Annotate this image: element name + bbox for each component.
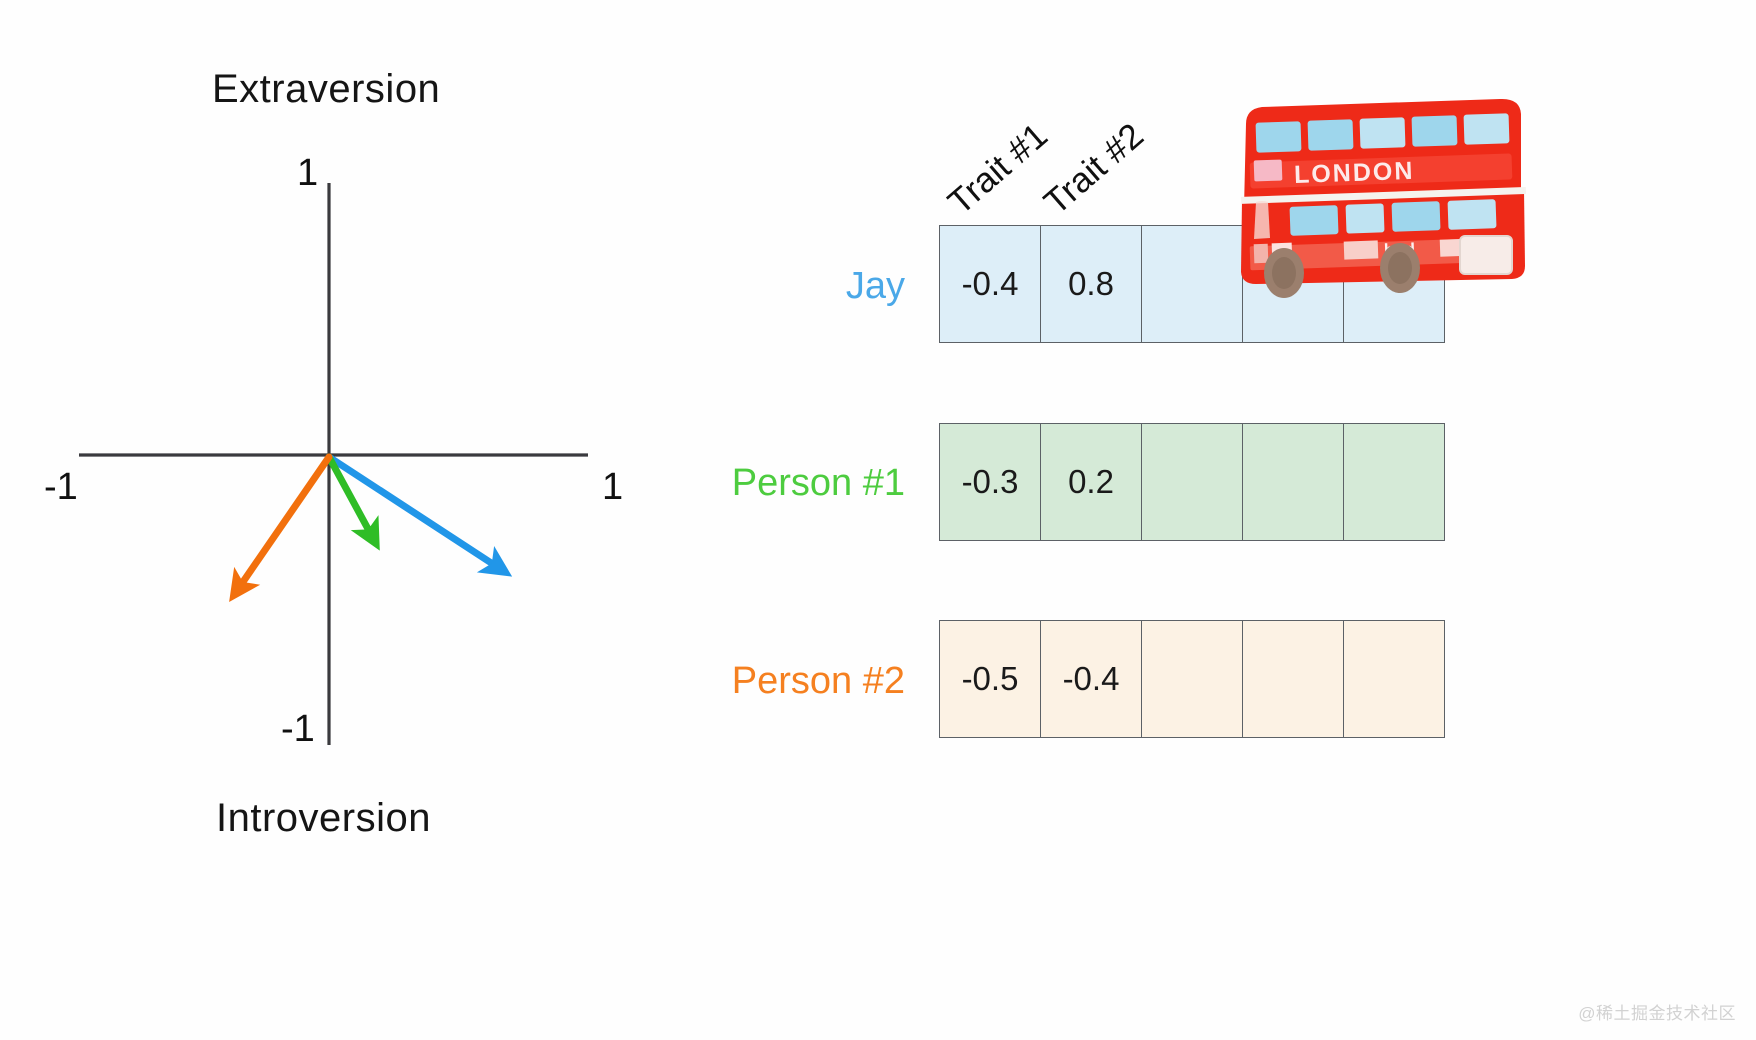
london-bus-illustration: LONDON bnd: [1240, 98, 1527, 298]
matrix-row: -0.5 -0.4: [939, 620, 1445, 738]
matrix-cell: [1141, 423, 1243, 541]
vector-person-1: [325, 453, 380, 551]
axis-label-extraversion: Extraversion: [212, 67, 441, 111]
matrix-cell: -0.4: [939, 225, 1041, 343]
x-axis-tick-positive-one: 1: [602, 466, 624, 508]
matrix-cell: [1242, 423, 1344, 541]
y-axis-tick-negative-one: -1: [281, 708, 315, 750]
y-axis-tick-positive-one: 1: [297, 152, 319, 194]
svg-text:LONDON: LONDON: [1294, 157, 1415, 189]
matrix-cell: [1141, 225, 1243, 343]
axis-and-vectors-svg: [79, 183, 588, 745]
row-label-jay: Jay: [845, 265, 905, 307]
vector-person-2: [229, 453, 333, 602]
column-header-trait-1: Trait #1: [940, 115, 1055, 223]
matrix-row: -0.3 0.2: [939, 423, 1445, 541]
bus-upper-windows: [1255, 113, 1510, 153]
coordinate-plot-panel: Extraversion Introversion 1 -1 1 -1: [0, 0, 700, 940]
row-label-person-2: Person #2: [731, 660, 905, 702]
vector-jay: [325, 453, 513, 577]
watermark: @稀土掘金技术社区: [1578, 1004, 1736, 1023]
row-label-person-1: Person #1: [731, 462, 905, 504]
x-axis-tick-negative-one: -1: [44, 466, 78, 508]
matrix-cell: [1141, 620, 1243, 738]
bus-lower-windows: [1289, 199, 1497, 236]
column-header-trait-2: Trait #2: [1036, 115, 1151, 223]
matrix-cell: [1343, 423, 1445, 541]
matrix-cell: 0.2: [1040, 423, 1142, 541]
matrix-cell: 0.8: [1040, 225, 1142, 343]
matrix-cell: -0.4: [1040, 620, 1142, 738]
axis-label-introversion: Introversion: [216, 796, 431, 840]
matrix-cell: [1242, 620, 1344, 738]
matrix-cell: [1343, 620, 1445, 738]
matrix-cell: -0.5: [939, 620, 1041, 738]
matrix-cell: -0.3: [939, 423, 1041, 541]
bus-london-banner: LONDON: [1249, 153, 1513, 189]
